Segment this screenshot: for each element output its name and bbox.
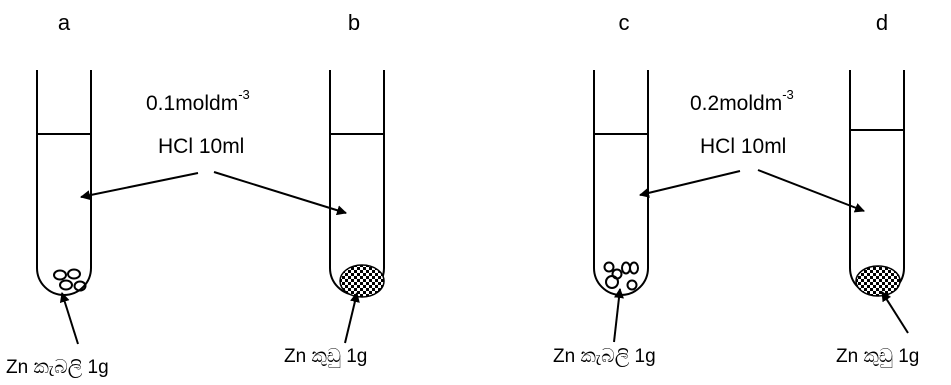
arrow-solution2-to-c	[639, 170, 741, 198]
test-tube-d	[849, 70, 905, 297]
caption-d: Zn කුඩු 1g	[836, 346, 919, 368]
test-tube-c	[593, 70, 649, 296]
arrow-solution1-to-a	[80, 172, 199, 201]
tube-letter-c: c	[619, 10, 630, 35]
test-tube-b	[329, 70, 385, 298]
test-tube-a	[36, 70, 92, 296]
arrow-caption-c	[613, 288, 624, 343]
caption-b: Zn කුඩු 1g	[284, 346, 367, 368]
zinc-pieces-c	[603, 261, 639, 291]
caption-c: Zn කැබලි 1g	[553, 346, 656, 367]
tube-letter-b: b	[348, 10, 360, 35]
solution-label-1: 0.1moldm-3	[146, 87, 250, 115]
zinc-pieces-a	[53, 268, 87, 292]
arrow-caption-a	[59, 292, 79, 345]
concentration-1: 0.1moldm	[146, 92, 238, 115]
arrow-solution2-to-d	[757, 169, 865, 213]
solution-label-2: 0.2moldm-3	[690, 87, 794, 115]
concentration-2: 0.2moldm	[690, 92, 782, 115]
exponent-1: -3	[238, 87, 250, 102]
caption-a: Zn කැබලි 1g	[6, 357, 109, 378]
tube-letter-d: d	[876, 10, 888, 35]
arrow-caption-d	[881, 291, 909, 334]
exponent-2: -3	[782, 87, 794, 102]
arrow-solution1-to-b	[213, 171, 347, 216]
reagent-label-2: HCl 10ml	[700, 135, 786, 158]
zinc-powder-d	[855, 265, 901, 297]
reagent-label-1: HCl 10ml	[158, 135, 244, 158]
tube-letter-a: a	[58, 10, 71, 35]
zinc-powder-b	[339, 264, 385, 298]
arrow-caption-b	[344, 292, 360, 344]
